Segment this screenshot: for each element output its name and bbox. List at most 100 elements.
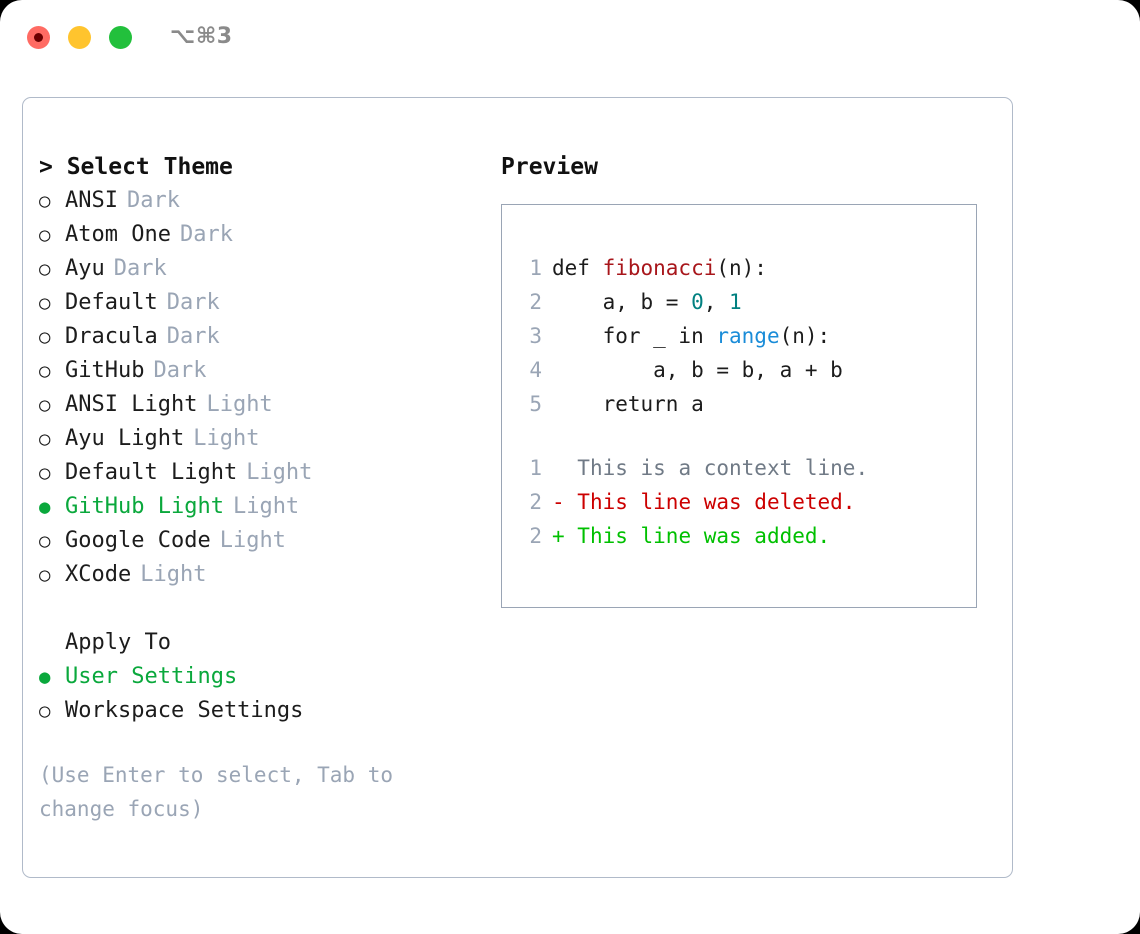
code-line: 2 a, b = 0, 1 [520,285,976,319]
diff-marker: + [552,524,578,548]
theme-variant-tag: Light [206,392,273,417]
radio-unselected-icon: ○ [39,326,51,348]
line-number: 5 [529,392,542,416]
theme-option-label: Default [65,290,158,315]
diff-line-add: 2 + This line was added. [520,519,976,553]
line-number: 3 [529,324,542,348]
diff-line-ctx: 1 This is a context line. [520,451,976,485]
code-line: 3 for _ in range(n): [520,319,976,353]
radio-unselected-icon: ○ [39,224,51,246]
code-token-num: 1 [729,290,742,314]
theme-variant-tag: Dark [153,358,207,383]
keyboard-hint-text: (Use Enter to select, Tab to change focu… [39,763,394,821]
theme-variant-tag: Light [246,460,313,485]
theme-option-github[interactable]: ○ GitHub Dark [39,354,479,388]
theme-option-label: Ayu [65,256,105,281]
minimize-button-icon[interactable] [68,26,91,49]
theme-option-xcode[interactable]: ○ XCode Light [39,558,479,592]
code-token-plain: for _ in [552,324,717,348]
apply-to-option-user-settings[interactable]: ●User Settings [39,660,479,694]
radio-unselected-icon: ○ [39,190,51,212]
theme-option-label: GitHub [65,358,145,383]
close-button-icon[interactable] [27,26,50,49]
radio-unselected-icon: ○ [39,700,51,722]
code-line: 4 a, b = b, a + b [520,353,976,387]
theme-option-ansi[interactable]: ○ ANSI Dark [39,184,479,218]
theme-option-label: Ayu Light [65,426,185,451]
title-bar: ⌥⌘3 [0,0,1140,76]
radio-unselected-icon: ○ [39,360,51,382]
line-number: 2 [529,490,542,514]
theme-variant-tag: Dark [113,256,167,281]
line-number: 1 [529,456,542,480]
apply-to-heading: Apply To [65,630,171,655]
radio-unselected-icon: ○ [39,258,51,280]
zoom-button-icon[interactable] [109,26,132,49]
theme-option-ayu[interactable]: ○ Ayu Dark [39,252,479,286]
line-number: 1 [529,256,542,280]
theme-option-label: GitHub Light [65,494,224,519]
theme-option-label: Atom One [65,222,171,247]
theme-option-dracula[interactable]: ○ Dracula Dark [39,320,479,354]
code-token-call: range [716,324,780,348]
code-token-plain: return a [552,392,704,416]
theme-variant-tag: Dark [166,324,220,349]
line-number: 2 [529,524,542,548]
radio-selected-icon: ● [39,666,51,688]
radio-unselected-icon: ○ [39,564,51,586]
radio-unselected-icon: ○ [39,292,51,314]
theme-variant-tag: Dark [126,188,180,213]
radio-unselected-icon: ○ [39,462,51,484]
code-token-plain: (n): [779,324,831,348]
apply-to-option-workspace-settings[interactable]: ○ Workspace Settings [39,694,479,728]
theme-option-atom-one[interactable]: ○ Atom One Dark [39,218,479,252]
code-token-num: 0 [691,290,704,314]
code-token-plain: (n): [716,256,767,280]
window-controls [27,26,132,49]
theme-variant-tag: Dark [166,290,220,315]
radio-unselected-icon: ○ [39,428,51,450]
theme-option-default[interactable]: ○ Default Dark [39,286,479,320]
diff-sample: 1 This is a context line.2- This line wa… [520,451,976,553]
code-line: 5 return a [520,387,976,421]
theme-variant-tag: Light [140,562,207,587]
section-spacer [39,592,479,626]
theme-option-label: ANSI [65,188,118,213]
diff-text: This line was added. [577,524,831,548]
theme-option-google-code[interactable]: ○ Google Code Light [39,524,479,558]
diff-marker: - [552,490,578,514]
select-theme-heading: > Select Theme [39,154,233,180]
theme-option-label: Google Code [65,528,211,553]
code-token-fn: fibonacci [602,256,717,280]
theme-variant-tag: Light [219,528,286,553]
line-number: 4 [529,358,542,382]
diff-line-del: 2- This line was deleted. [520,485,976,519]
code-diff-spacer [520,421,976,451]
apply-to-option-label: Workspace Settings [65,698,304,723]
theme-option-label: ANSI Light [65,392,198,417]
theme-option-ayu-light[interactable]: ○ Ayu Light Light [39,422,479,456]
code-token-plain: a, b = [552,290,692,314]
line-number: 2 [529,290,542,314]
radio-unselected-icon: ○ [39,530,51,552]
diff-text: This is a context line. [577,456,869,480]
apply-to-list: ●User Settings ○ Workspace Settings [39,660,479,728]
theme-variant-tag: Light [193,426,260,451]
code-token-plain: def [552,256,603,280]
keyboard-shortcut-label: ⌥⌘3 [170,24,233,49]
theme-variant-tag: Light [232,494,300,519]
code-line: 1 def fibonacci(n): [520,251,976,285]
theme-variant-tag: Dark [179,222,233,247]
theme-option-label: XCode [65,562,132,587]
theme-option-label: Dracula [65,324,158,349]
